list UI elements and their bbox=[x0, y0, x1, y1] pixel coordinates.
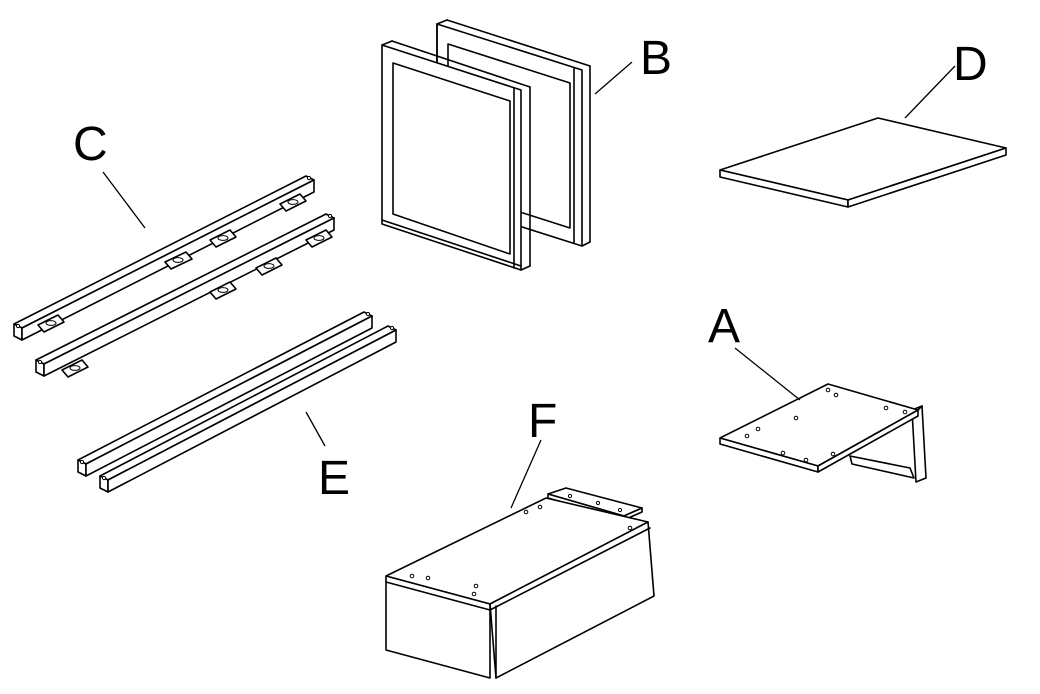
part-a-bracket bbox=[719, 383, 927, 483]
part-e-rail-upper bbox=[77, 311, 373, 477]
rail-bracket bbox=[164, 251, 193, 270]
leader-d bbox=[904, 65, 956, 119]
part-d-board bbox=[719, 117, 1007, 208]
leader-lines bbox=[102, 61, 956, 509]
leader-b bbox=[594, 61, 633, 95]
part-c-rail-upper bbox=[13, 175, 315, 341]
part-c-rail-lower bbox=[35, 213, 335, 378]
label-c: C bbox=[73, 118, 108, 171]
rail-bracket bbox=[305, 229, 333, 248]
part-e-rail-lower bbox=[99, 325, 397, 493]
rail-bracket bbox=[61, 359, 89, 378]
part-b-front-frame bbox=[381, 40, 531, 271]
rail-bracket bbox=[209, 229, 237, 248]
leader-f bbox=[510, 439, 542, 509]
label-f: F bbox=[528, 395, 557, 448]
label-a: A bbox=[708, 300, 740, 353]
leader-e bbox=[305, 411, 326, 447]
part-a-holes bbox=[744, 387, 908, 463]
label-e: E bbox=[318, 452, 350, 505]
leader-c bbox=[102, 171, 146, 229]
part-b-frames bbox=[381, 19, 591, 271]
label-d: D bbox=[953, 38, 988, 91]
rail-bracket bbox=[37, 314, 65, 333]
part-labels: A B C D E F bbox=[73, 32, 988, 505]
rail-bracket bbox=[209, 281, 237, 300]
part-c-rails bbox=[13, 175, 335, 378]
part-f-holes bbox=[409, 504, 633, 597]
leader-a bbox=[734, 347, 801, 401]
rail-bracket bbox=[279, 193, 307, 212]
rail-bracket bbox=[255, 257, 283, 276]
part-f-box bbox=[385, 487, 655, 679]
part-e-rails bbox=[77, 311, 397, 493]
label-b: B bbox=[640, 32, 672, 85]
